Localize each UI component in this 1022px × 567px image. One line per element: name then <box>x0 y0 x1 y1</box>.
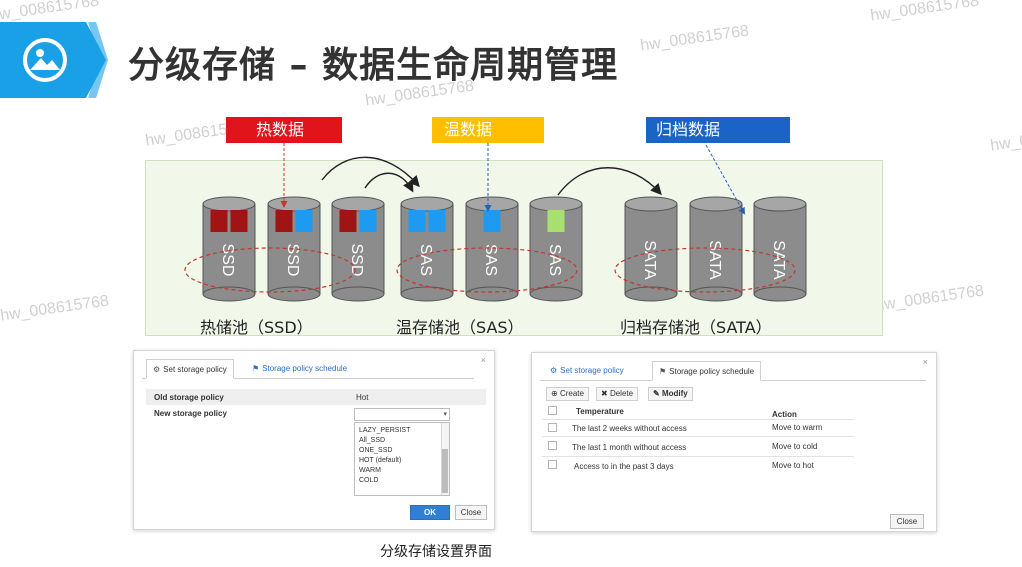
slide-caption: 分级存储设置界面 <box>380 544 492 560</box>
tab-storage-policy-schedule[interactable]: ⚑Storage policy schedule <box>652 361 762 381</box>
cylinder-label: SAS <box>546 244 563 276</box>
policy-option[interactable]: WARM <box>359 467 381 474</box>
data-block <box>210 210 228 232</box>
flag-icon: ⚑ <box>659 367 667 376</box>
storage-cylinder-sas: SAS <box>529 196 583 302</box>
modify-button[interactable]: ✎ Modify <box>648 387 693 401</box>
gear-icon: ⚙ <box>153 365 161 374</box>
old-policy-label: Old storage policy <box>154 393 224 402</box>
cylinder-label: SSD <box>284 244 301 277</box>
table-row-action: Move to hot <box>772 461 814 470</box>
delete-button[interactable]: ✖ Delete <box>596 387 639 401</box>
column-header-action: Action <box>772 410 797 419</box>
delete-icon: ✖ <box>601 389 608 398</box>
pool-label-warm: 温存储池（SAS） <box>396 318 524 337</box>
picture-icon <box>0 22 108 98</box>
table-row-temperature: Access to in the past 3 days <box>574 462 674 471</box>
create-button[interactable]: ⊕ Create <box>546 387 589 401</box>
close-icon[interactable]: × <box>922 357 928 367</box>
pencil-icon: ✎ <box>653 389 660 398</box>
data-block <box>359 210 377 232</box>
archive-data-pointer <box>705 144 745 215</box>
cylinder-label: SATA <box>770 240 787 280</box>
policy-option[interactable]: ONE_SSD <box>359 447 393 454</box>
flag-icon: ⚑ <box>252 364 260 373</box>
data-block <box>339 210 357 232</box>
cylinder-label: SATA <box>641 240 658 280</box>
tag-hot-data: 热数据 <box>226 117 342 143</box>
page-title: 分级存储 – 数据生命周期管理 <box>128 45 619 86</box>
scrollbar[interactable] <box>441 423 449 495</box>
storage-cylinder-sata: SATA <box>624 196 678 302</box>
tab-set-storage-policy[interactable]: ⚙Set storage policy <box>146 359 234 379</box>
tag-archive-data: 归档数据 <box>646 117 790 143</box>
row-checkbox[interactable] <box>548 460 557 469</box>
chevron-down-icon: ▾ <box>443 411 447 418</box>
tab-set-storage-policy[interactable]: ⚙Set storage policy <box>550 366 624 375</box>
cylinder-label: SAS <box>482 244 499 276</box>
old-policy-row: Old storage policy Hot <box>146 389 486 405</box>
pool-label-hot: 热储池（SSD） <box>200 318 313 337</box>
select-all-checkbox[interactable] <box>548 406 557 415</box>
migration-arrow <box>557 167 662 196</box>
storage-cylinder-sas: SAS <box>400 196 454 302</box>
tab-storage-policy-schedule[interactable]: ⚑Storage policy schedule <box>252 364 348 373</box>
table-row-action: Move to cold <box>772 442 818 451</box>
cylinder-label: SATA <box>706 240 723 280</box>
set-policy-dialog: × ⚙Set storage policy ⚑Storage policy sc… <box>133 350 495 530</box>
gear-icon: ⚙ <box>550 366 558 375</box>
data-block <box>483 210 501 232</box>
data-block <box>230 210 248 232</box>
close-icon[interactable]: × <box>480 355 486 365</box>
data-block <box>428 210 446 232</box>
data-block <box>275 210 293 232</box>
pool-ellipse-sas <box>396 247 578 293</box>
cylinder-label: SSD <box>348 244 365 277</box>
migration-arrow <box>364 172 414 193</box>
policy-schedule-dialog: × ⚙Set storage policy ⚑Storage policy sc… <box>531 352 937 532</box>
policy-option[interactable]: COLD <box>359 477 379 484</box>
ok-button[interactable]: OK <box>410 505 450 520</box>
table-row-temperature: The last 2 weeks without access <box>572 424 687 433</box>
column-header-temperature: Temperature <box>576 407 624 416</box>
storage-cylinder-ssd: SSD <box>331 196 385 302</box>
dialog-tabs: ⚙Set storage policy ⚑Storage policy sche… <box>540 361 926 381</box>
policy-options-list[interactable]: LAZY_PERSIST All_SSD ONE_SSD HOT (defaul… <box>354 422 450 496</box>
data-block <box>408 210 426 232</box>
policy-option[interactable]: HOT (default) <box>359 457 402 464</box>
storage-cylinder-ssd: SSD <box>267 196 321 302</box>
old-policy-value: Hot <box>356 393 369 402</box>
tag-warm-data: 温数据 <box>432 117 544 143</box>
new-policy-label: New storage policy <box>154 409 227 418</box>
row-checkbox[interactable] <box>548 441 557 450</box>
policy-option[interactable]: All_SSD <box>359 437 386 444</box>
close-button[interactable]: Close <box>890 514 924 529</box>
storage-cylinder-ssd: SSD <box>202 196 256 302</box>
table-row-temperature: The last 1 month without access <box>572 443 687 452</box>
data-block <box>295 210 313 232</box>
close-button[interactable]: Close <box>455 505 487 520</box>
plus-icon: ⊕ <box>551 389 558 398</box>
cylinder-label: SSD <box>219 244 236 277</box>
cylinder-label: SAS <box>417 244 434 276</box>
pool-ellipse-sata <box>614 247 796 293</box>
new-policy-select[interactable]: ▾ <box>354 408 450 421</box>
migration-arrow <box>321 156 420 188</box>
pool-ellipse-ssd <box>184 247 356 293</box>
data-block <box>547 210 565 232</box>
storage-cylinder-sata: SATA <box>753 196 807 302</box>
row-checkbox[interactable] <box>548 423 557 432</box>
storage-cylinder-sata: SATA <box>689 196 743 302</box>
scrollbar-thumb[interactable] <box>442 449 448 493</box>
table-row-action: Move to warm <box>772 423 823 432</box>
pool-label-archive: 归档存储池（SATA） <box>620 318 772 337</box>
dialog-tabs: ⚙Set storage policy ⚑Storage policy sche… <box>142 359 474 379</box>
policy-option[interactable]: LAZY_PERSIST <box>359 427 411 434</box>
